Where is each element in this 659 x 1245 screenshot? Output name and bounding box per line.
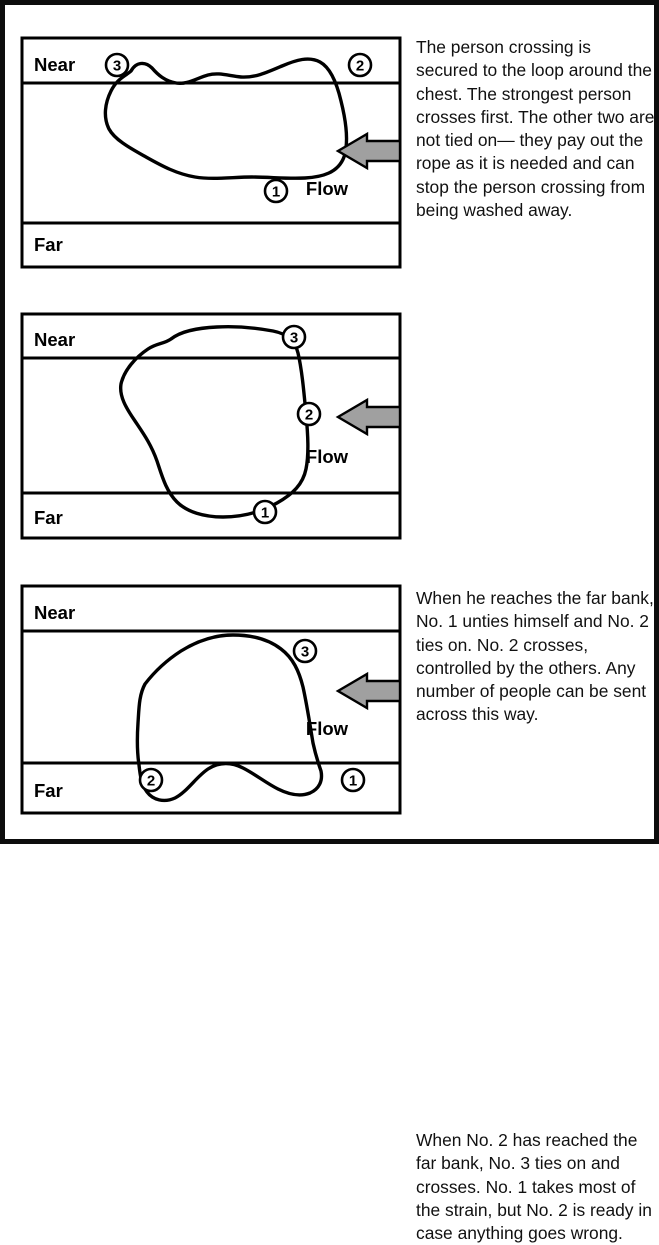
marker-1: 1 (252, 499, 278, 525)
marker-circle (292, 638, 318, 664)
marker-label: 2 (356, 58, 364, 75)
marker-circle (340, 767, 366, 793)
marker-label: 1 (261, 505, 269, 522)
marker-3: 3 (292, 638, 318, 664)
near-bank-label: Near (34, 329, 75, 350)
marker-label: 2 (147, 773, 155, 790)
flow-arrow-icon (335, 131, 402, 171)
marker-3: 3 (104, 52, 130, 78)
panel-2-caption: When he reaches the far bank, No. 1 unti… (416, 588, 654, 725)
marker-2: 2 (347, 52, 373, 78)
marker-label: 2 (305, 407, 313, 424)
panel-3-diagram: Near Far Flow 3 2 1 (20, 584, 402, 815)
marker-circle (263, 178, 289, 204)
marker-circle (296, 401, 322, 427)
marker-label: 3 (113, 58, 121, 75)
marker-1: 1 (263, 178, 289, 204)
near-bank-label: Near (34, 602, 75, 623)
marker-circle (347, 52, 373, 78)
marker-label: 1 (349, 773, 357, 790)
panel-3: Near Far Flow 3 2 1 When No. 2 has reach… (5, 553, 659, 1243)
flow-arrow-icon (335, 671, 402, 711)
far-bank-label: Far (34, 507, 63, 528)
marker-circle (104, 52, 130, 78)
far-bank-label: Far (34, 780, 63, 801)
near-bank-label: Near (34, 54, 75, 75)
river-box (20, 584, 402, 815)
marker-label: 1 (272, 184, 280, 201)
marker-label: 3 (301, 644, 309, 661)
marker-circle (281, 324, 307, 350)
marker-label: 3 (290, 330, 298, 347)
far-bank-label: Far (34, 234, 63, 255)
panel-1: Near Far Flow 3 2 1 The person crossing … (5, 5, 659, 285)
flow-label: Flow (306, 178, 349, 199)
marker-2: 2 (296, 401, 322, 427)
flow-label: Flow (306, 718, 349, 739)
marker-circle (138, 767, 164, 793)
marker-3: 3 (281, 324, 307, 350)
marker-1: 1 (340, 767, 366, 793)
marker-circle (252, 499, 278, 525)
rope-loop (118, 325, 310, 519)
panel-3-caption: When No. 2 has reached the far bank, No.… (416, 1130, 652, 1244)
river-box (20, 36, 402, 269)
panel-1-diagram: Near Far Flow 3 2 1 (20, 36, 402, 269)
rope-loop (103, 57, 349, 181)
marker-2: 2 (138, 767, 164, 793)
flow-label: Flow (306, 446, 349, 467)
panel-2: Near Far Flow 3 2 1 When he reaches the … (5, 281, 659, 724)
panel-1-caption: The person crossing is secured to the lo… (416, 37, 655, 221)
panel-2-diagram: Near Far Flow 3 2 1 (20, 312, 402, 540)
river-box (20, 312, 402, 540)
flow-arrow-icon (335, 397, 402, 437)
